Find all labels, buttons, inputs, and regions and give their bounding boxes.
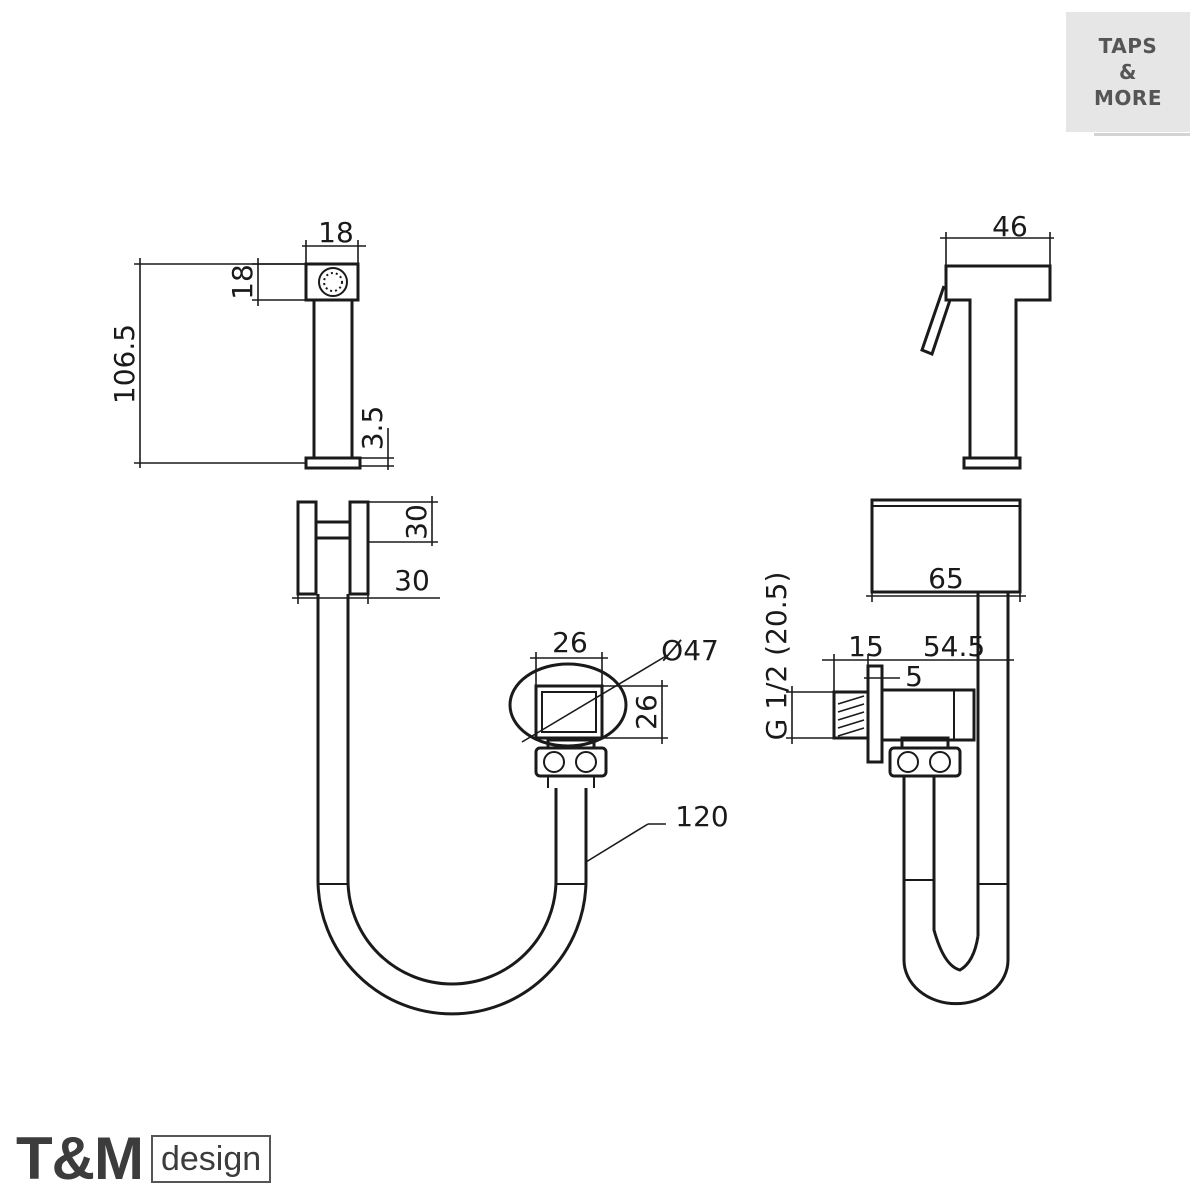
dim-flange-thickness: 5 <box>905 660 923 693</box>
side-trigger <box>920 285 952 356</box>
sprayer-handle <box>312 298 354 460</box>
dim-collar-gap: 3.5 <box>356 406 389 451</box>
dim-thread: G 1/2 (20.5) <box>760 572 793 741</box>
dim-bracket-depth: 30 <box>394 564 430 597</box>
side-holder <box>870 498 1022 594</box>
dim-outlet-height: 26 <box>630 694 663 730</box>
dim-flange-diameter: Ø47 <box>661 634 719 667</box>
wall-outlet <box>534 684 604 740</box>
sprayer-head <box>304 262 360 302</box>
dim-overall-height: 106.5 <box>108 324 141 404</box>
front-view <box>296 262 628 1016</box>
dim-top-width: 18 <box>318 216 354 249</box>
dim-bracket-height: 30 <box>400 504 433 540</box>
wall-flange <box>508 662 628 748</box>
dim-head-height: 18 <box>226 264 259 300</box>
side-dimensions <box>786 232 1054 744</box>
dim-side-width: 46 <box>992 210 1028 243</box>
side-hose <box>902 776 1010 1006</box>
side-sprayer-head <box>944 264 1052 460</box>
front-dimensions <box>134 240 668 863</box>
logo-main-text: T&M <box>16 1125 144 1192</box>
brand-logo: T&M design <box>16 1125 272 1192</box>
side-hose-nut <box>888 746 962 778</box>
dim-thread-length: 15 <box>848 630 884 663</box>
sprayer-collar <box>304 456 362 470</box>
dim-wall-offset: 54.5 <box>923 630 985 663</box>
taps-and-more-badge: TAPS & MORE <box>1066 12 1190 136</box>
dim-outlet-width: 26 <box>552 626 588 659</box>
badge-line: & <box>1119 60 1137 84</box>
logo-sub-text: design <box>150 1135 272 1183</box>
dim-holder-projection: 65 <box>928 562 964 595</box>
badge-line: TAPS <box>1098 34 1158 58</box>
side-view <box>832 264 1052 1006</box>
holder-bracket <box>296 500 318 596</box>
dim-hose-length: 120 <box>675 800 728 833</box>
spray-face <box>318 267 348 297</box>
hose <box>316 594 588 1016</box>
badge-line: MORE <box>1094 86 1162 110</box>
side-thread <box>832 690 870 740</box>
side-outlet <box>880 688 976 742</box>
side-flange <box>866 664 884 764</box>
